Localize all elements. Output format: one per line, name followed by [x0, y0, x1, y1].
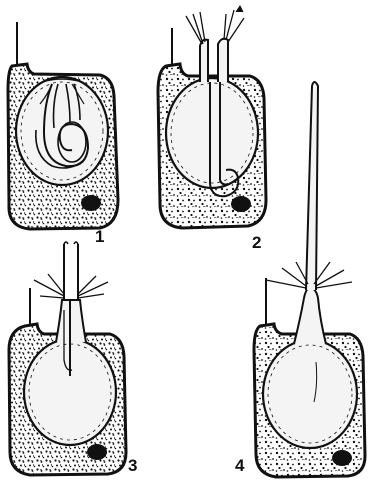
stage-label-4: 4: [235, 456, 245, 475]
cell-nucleus: [231, 196, 251, 212]
stage-label-2: 2: [252, 233, 261, 252]
discharged-thread: [306, 82, 318, 290]
stage-3-cell: [9, 242, 126, 475]
cell-nucleus: [332, 450, 352, 466]
stage-label-1: 1: [95, 227, 104, 246]
stage-1-cell: [8, 22, 118, 229]
everting-thread: [200, 40, 208, 82]
stage-label-3: 3: [128, 456, 137, 475]
cell-nucleus: [81, 195, 101, 211]
stage-4-cell: [254, 82, 365, 477]
stage-2-cell: [158, 6, 266, 228]
nematocyst-capsule: [16, 77, 108, 185]
nematocyst-capsule: [263, 340, 357, 448]
nematocyst-capsule: [166, 78, 258, 188]
cell-nucleus: [87, 444, 107, 460]
